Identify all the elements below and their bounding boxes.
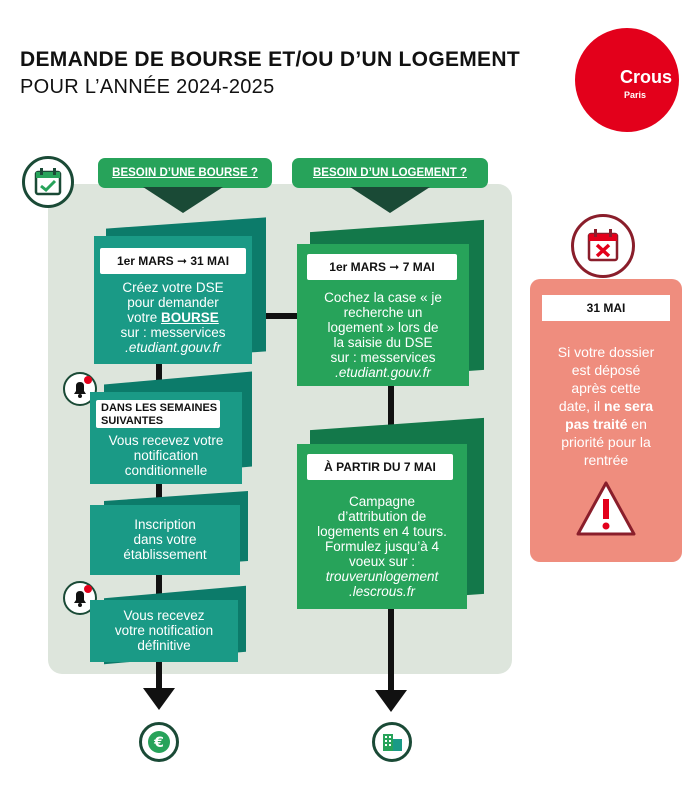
page-title: DEMANDE DE BOURSE ET/OU D’UN LOGEMENT (20, 48, 520, 71)
right-arrow-head (375, 690, 407, 712)
deadline-line: est déposé (571, 362, 641, 378)
card-text: Inscription (134, 517, 196, 532)
deadline-label: 31 MAI (542, 295, 670, 321)
card-text: notification (133, 448, 199, 463)
bourse-date-card: 1er MARS ➞ 31 MAI Créez votre DSE pour d… (94, 236, 252, 364)
deadline-line: Si votre dossier (557, 344, 655, 360)
card-text: conditionnelle (124, 463, 208, 478)
enrolment-card: Inscription dans votre établissement (90, 505, 240, 575)
svg-text:€: € (153, 735, 164, 751)
deadline-line: rentrée (583, 452, 629, 468)
card-text: votre (127, 310, 161, 325)
warning-icon (576, 481, 636, 536)
deadline-line: priorité pour la (561, 434, 651, 450)
card-text: sur : messervices (120, 325, 226, 340)
deadline-emphasis: ne sera (604, 398, 654, 414)
deadline-line: en (627, 416, 647, 432)
card-text: définitive (137, 638, 191, 653)
card-text: Cochez la case « je (324, 290, 442, 305)
card-text: pour demander (127, 295, 219, 310)
card-text: d’attribution de (337, 509, 427, 524)
card-text: logements en 4 tours. (317, 524, 447, 539)
deadline-text: Si votre dossier est déposé après cette … (532, 343, 680, 469)
calendar-check-icon (22, 156, 74, 208)
tab-logement-arrow (350, 187, 430, 213)
card-text: dans votre (133, 532, 197, 547)
card-text: logement » lors de (327, 320, 439, 335)
weeks-card: DANS LES SEMAINES SUIVANTES Vous recevez… (90, 392, 242, 484)
calendar-cross-icon (571, 214, 635, 278)
date-label: 1er MARS ➞ 7 MAI (307, 254, 457, 280)
card-text: sur : messervices (330, 350, 436, 365)
weeks-label-line: DANS LES SEMAINES (101, 402, 218, 414)
building-icon (372, 722, 412, 762)
card-text: voeux sur : (348, 554, 416, 569)
final-card: Vous recevez votre notification définiti… (90, 600, 238, 662)
deadline-emphasis: pas traité (565, 416, 628, 432)
euro-icon: € (139, 722, 179, 762)
card-text: .etudiant.gouv.fr (125, 340, 221, 355)
logo-name: Crous (620, 67, 673, 87)
page-subtitle: POUR L’ANNÉE 2024-2025 (20, 76, 275, 98)
card-text: Vous recevez votre (108, 433, 224, 448)
card-text: Campagne (348, 494, 416, 509)
tab-logement: BESOIN D’UN LOGEMENT ? (292, 158, 488, 188)
card-text: trouverunlogement (325, 569, 439, 584)
card-text-emphasis: BOURSE (161, 310, 219, 325)
card-text: la saisie du DSE (333, 335, 433, 350)
logo-city: Paris (624, 90, 647, 100)
date-label: 1er MARS ➞ 31 MAI (100, 248, 246, 274)
card-text: votre notification (114, 623, 214, 638)
logement-date-card: 1er MARS ➞ 7 MAI Cochez la case « je rec… (297, 244, 469, 386)
weeks-label: DANS LES SEMAINES SUIVANTES (96, 400, 220, 428)
left-arrow-head (143, 688, 175, 710)
tab-bourse-arrow (143, 187, 223, 213)
weeks-label-line: SUIVANTES (101, 415, 164, 427)
card-text: Formulez jusqu’à 4 (324, 539, 440, 554)
bell-icon (63, 581, 97, 615)
card-text: .lescrous.fr (348, 584, 416, 599)
campaign-label: À PARTIR DU 7 MAI (307, 454, 453, 480)
campaign-card: À PARTIR DU 7 MAI Campagne d’attribution… (297, 444, 467, 609)
deadline-line: date, il (558, 398, 605, 414)
card-text: établissement (123, 547, 207, 562)
card-text: Vous recevez (123, 608, 205, 623)
tab-bourse: BESOIN D’UNE BOURSE ? (98, 158, 272, 188)
card-text: Créez votre DSE (122, 280, 224, 295)
deadline-line: après cette (571, 380, 641, 396)
card-text: .etudiant.gouv.fr (335, 365, 431, 380)
card-text: recherche un (343, 305, 423, 320)
crous-logo: Crous Paris (575, 28, 679, 132)
horizontal-connector (250, 313, 298, 319)
